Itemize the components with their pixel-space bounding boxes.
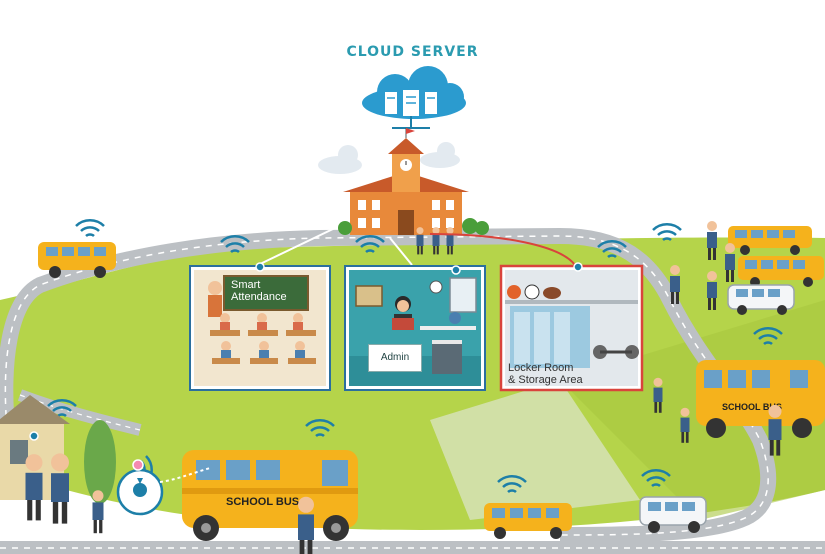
admin-label: Admin [368,344,422,372]
parent-icon [51,453,69,524]
locker-label-line-1: Locker Room [508,362,574,374]
wifi-icon [651,223,683,242]
school-building-icon [343,128,469,235]
child-icon [92,490,104,534]
cloud-server-title: CLOUD SERVER [346,44,479,60]
bus-icon [38,242,116,278]
attendance-label-line-2: Attendance [231,291,287,303]
locker-label-line-2: & Storage Area [508,374,583,386]
van-icon [727,284,795,315]
locker-panel [499,262,644,392]
attendance-label: Smart Attendance [231,279,287,303]
van-icon [639,496,707,533]
bus-tracking-icon [116,459,211,516]
bus-icon [728,226,812,255]
bus-icon [484,503,572,539]
wifi-icon [74,219,106,238]
locker-connector [429,233,576,266]
grass-shade [560,300,825,520]
front-school-bus: SCHOOL BUS [182,450,358,541]
parent-icon [25,454,43,521]
right-bus-label: SCHOOL BUS [722,402,782,412]
attendance-panel [189,262,331,391]
attendance-label-line-1: Smart [231,279,261,291]
locker-label: Locker Room & Storage Area [508,362,583,386]
server-rack-icon [385,90,437,129]
front-bus-label: SCHOOL BUS [226,496,299,508]
